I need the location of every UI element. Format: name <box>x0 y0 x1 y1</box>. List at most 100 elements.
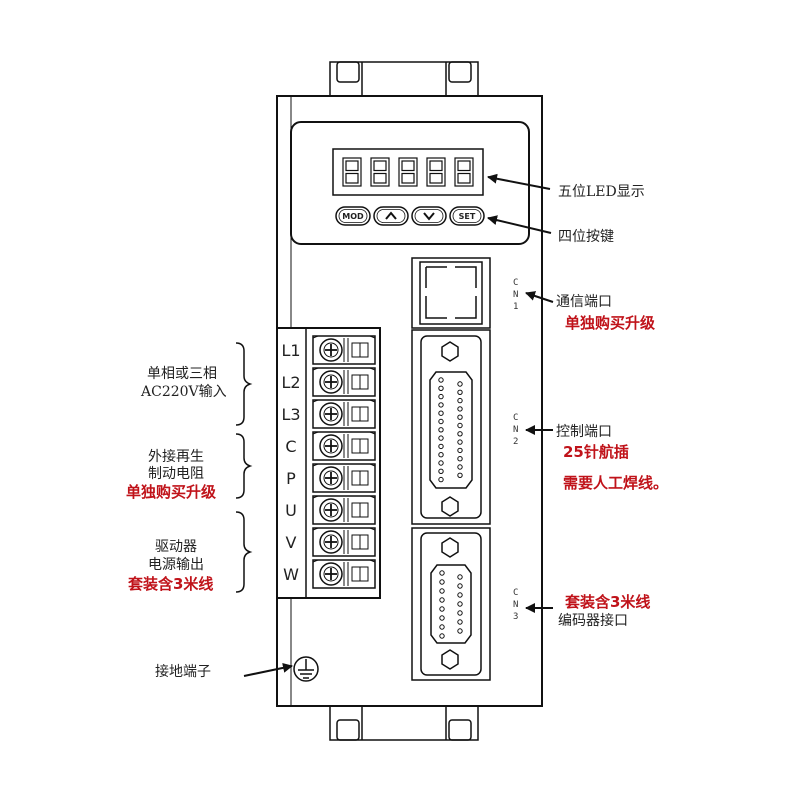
connector-pin <box>457 414 463 420</box>
connector-pin <box>438 385 444 391</box>
cn1-arrow <box>525 291 554 303</box>
cn3-note: 套装含3米线 <box>564 593 650 611</box>
power-terminal[interactable]: P <box>286 463 376 493</box>
power-terminal[interactable]: V <box>286 527 376 557</box>
led-digit <box>398 157 418 187</box>
svg-text:3: 3 <box>513 612 518 622</box>
terminal-label: P <box>286 469 296 488</box>
cn2-tag: C N 2 <box>513 413 518 447</box>
connector-pin <box>457 431 463 437</box>
connector-pin <box>439 606 445 612</box>
svg-text:N: N <box>513 425 518 435</box>
keys-arrow <box>487 215 552 234</box>
connector-pin <box>438 377 444 383</box>
led-digit <box>426 157 446 187</box>
connector-pin <box>438 435 444 441</box>
svg-text:C: C <box>513 588 518 598</box>
key-button[interactable]: SET <box>449 206 485 226</box>
terminal-label: W <box>283 565 299 584</box>
power-terminal[interactable]: L1 <box>281 335 376 365</box>
connector-pin <box>457 422 463 429</box>
connector-pin <box>438 393 444 400</box>
led-digit <box>370 157 390 187</box>
connector-pin <box>439 597 445 603</box>
connector-pin <box>457 628 463 634</box>
chevron-up-icon <box>385 211 397 220</box>
cn3-port <box>411 527 491 681</box>
connector-pin <box>439 615 445 621</box>
cn3-label: 编码器接口 <box>558 612 628 629</box>
connector-pin <box>457 583 463 589</box>
chevron-down-icon <box>423 212 435 221</box>
terminal-label: L3 <box>281 405 300 424</box>
connector-pin <box>439 579 445 585</box>
led-digit <box>454 157 474 187</box>
brake-group-line2: 制动电阻 <box>148 466 204 482</box>
connector-pin <box>457 389 463 395</box>
connector-pin <box>457 447 463 454</box>
connector-pin <box>457 592 463 598</box>
cn2-pins <box>438 377 463 483</box>
svg-text:2: 2 <box>513 437 518 447</box>
connector-pin <box>439 588 445 594</box>
led-digits <box>342 157 474 187</box>
connector-pin <box>438 452 444 458</box>
motor-group-line1: 驱动器 <box>155 539 197 555</box>
brake-group-note: 单独购买升级 <box>126 483 217 501</box>
terminal-label: L2 <box>281 373 300 392</box>
connector-pin <box>438 418 444 425</box>
led-display-label: 五位LED显示 <box>558 184 645 200</box>
motor-group-note: 套装含3米线 <box>127 575 213 593</box>
cn2-note-pins: 25针航插 <box>563 443 629 461</box>
key-button-label: SET <box>459 212 476 221</box>
connector-pin <box>438 402 444 408</box>
cn1-port <box>411 257 491 329</box>
power-terminal[interactable]: L2 <box>281 367 376 397</box>
connector-pin <box>457 472 463 478</box>
svg-text:C: C <box>513 413 518 423</box>
connector-pin <box>439 633 445 639</box>
connector-pin <box>439 570 445 576</box>
key-button[interactable] <box>373 206 409 226</box>
connector-pin <box>438 476 444 483</box>
input-group-line2: AC220V输入 <box>140 384 227 400</box>
power-terminal[interactable]: W <box>283 559 376 589</box>
brake-group-line1: 外接再生 <box>148 448 204 465</box>
terminal-label: L1 <box>281 341 300 360</box>
cn3-pins <box>439 570 463 639</box>
connector-pin <box>457 601 463 607</box>
connector-pin <box>438 427 444 433</box>
led-digit <box>342 157 362 187</box>
terminal-label: V <box>286 533 297 552</box>
key-row: MOD SET <box>335 206 485 226</box>
ground-arrow <box>243 662 293 677</box>
display-panel: MOD SET <box>290 121 530 245</box>
brake-brace <box>235 433 253 499</box>
power-terminal[interactable]: C <box>285 431 376 461</box>
key-button[interactable]: MOD <box>335 206 371 226</box>
key-button-label: MOD <box>342 212 364 221</box>
motor-brace <box>235 511 253 593</box>
svg-text:N: N <box>513 600 518 610</box>
connector-pin <box>457 439 463 445</box>
cn1-tag: C N 1 <box>513 278 518 312</box>
cn1-note: 单独购买升级 <box>565 314 656 332</box>
connector-pin <box>457 456 463 462</box>
connector-pin <box>457 381 463 387</box>
svg-text:C: C <box>513 278 518 288</box>
connector-pin <box>457 397 463 404</box>
keys-label: 四位按键 <box>558 229 614 245</box>
connector-pin <box>438 460 444 466</box>
cn2-port <box>411 329 491 525</box>
connector-pin <box>457 610 463 616</box>
top-mounting-bracket <box>329 61 479 97</box>
power-terminal[interactable]: U <box>285 495 376 525</box>
connector-pin <box>438 468 444 474</box>
connector-pin <box>457 574 463 580</box>
svg-text:N: N <box>513 290 518 300</box>
key-button[interactable] <box>411 206 447 226</box>
power-terminal[interactable]: L3 <box>281 399 376 429</box>
svg-text:1: 1 <box>513 302 518 312</box>
